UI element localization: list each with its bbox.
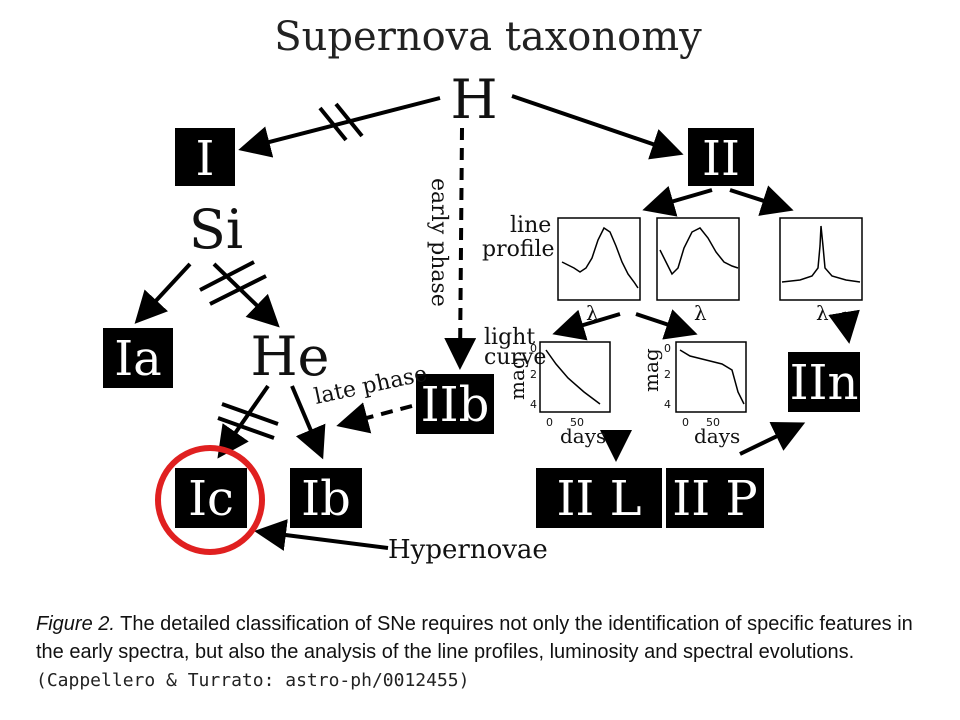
arrow-ii-right	[729, 185, 794, 216]
box-type-ic: Ic	[175, 468, 247, 528]
tick-day-0-panel2: 0	[682, 416, 689, 429]
label-light: light	[484, 325, 535, 350]
arrow-h-to-ii	[511, 94, 684, 160]
box-type-ii: II	[688, 128, 754, 187]
axis-label-mag-panel1: mag	[505, 356, 529, 400]
line-profile-curve-1	[561, 226, 639, 289]
label-early-phase: early phase	[426, 178, 451, 307]
forbidden-marks	[199, 102, 364, 440]
lambda-label-1: λ	[586, 301, 599, 325]
box-type-ib-label: Ib	[301, 471, 351, 527]
caption-figure-label: Figure 2.	[36, 613, 115, 635]
arrow-spike-to-iin	[828, 309, 860, 344]
box-type-ia-label: Ia	[114, 331, 162, 387]
box-type-iib-label: IIb	[421, 377, 490, 433]
box-type-iin-label: IIn	[790, 355, 859, 411]
arrow-he-to-ic	[217, 384, 270, 459]
arrow-ii-left	[642, 185, 713, 217]
tick-day-50-panel1: 50	[570, 416, 584, 429]
axis-label-days-panel1: days	[560, 424, 606, 448]
arrow-h-to-i	[238, 96, 441, 158]
tick-mag-0-panel1: 0	[530, 342, 537, 355]
line-profile-panel-1: λ	[557, 217, 641, 325]
arrow-si-to-he	[212, 262, 280, 328]
line-profile-panel-3: λ	[779, 217, 863, 325]
light-curve-line-1	[545, 349, 601, 405]
box-type-iib: IIb	[416, 374, 494, 434]
box-type-ib: Ib	[290, 468, 362, 528]
label-late-phase: late phase	[312, 362, 429, 410]
tick-day-50-panel2: 50	[706, 416, 720, 429]
label-line: line	[510, 213, 551, 238]
arrow-iib-late-phase	[336, 402, 413, 434]
arrow-h-early-phase-to-iib	[444, 127, 477, 370]
lambda-label-2: λ	[694, 301, 707, 325]
figure-caption: Figure 2. The detailed classification of…	[36, 610, 926, 695]
tick-day-0-panel1: 0	[546, 416, 553, 429]
caption-text: The detailed classification of SNe requi…	[36, 613, 913, 663]
arrow-iip-to-iin	[739, 422, 806, 456]
line-profile-curve-2	[659, 227, 739, 276]
box-type-ic-label: Ic	[188, 471, 234, 527]
light-curve-line-2	[679, 349, 745, 405]
label-h: H	[450, 68, 497, 131]
arrows	[134, 94, 860, 551]
tick-mag-4-panel1: 4	[530, 398, 537, 411]
label-hypernovae: Hypernovae	[388, 535, 548, 565]
highlight-circle	[155, 445, 265, 555]
box-type-i: I	[175, 128, 235, 187]
arrow-si-to-ia	[134, 262, 192, 324]
arrow-profile-to-curve-left	[552, 309, 621, 341]
axis-label-mag-panel2: mag	[639, 348, 663, 392]
box-type-iin: IIn	[788, 352, 860, 412]
arrow-profile-to-curve-right	[635, 309, 698, 340]
caption-citation: (Cappellero & Turrato: astro-ph/0012455)	[36, 670, 470, 691]
tick-mag-0-panel2: 0	[664, 342, 671, 355]
box-type-iil: II L	[536, 468, 662, 528]
tick-mag-2-panel2: 2	[664, 368, 671, 381]
box-type-iip: II P	[666, 468, 764, 528]
tick-mag-4-panel2: 4	[664, 398, 671, 411]
label-profile: profile	[482, 237, 555, 262]
box-type-i-label: I	[196, 131, 215, 187]
line-profile-curve-3	[781, 225, 861, 283]
line-profile-panel-2: λ	[656, 217, 740, 325]
box-type-ia: Ia	[103, 328, 173, 388]
box-type-iip-label: II P	[672, 471, 757, 527]
box-type-ii-label: II	[702, 131, 740, 187]
axis-label-days-panel2: days	[694, 424, 740, 448]
label-si: Si	[189, 198, 243, 261]
label-he: He	[250, 325, 329, 388]
box-type-iil-label: II L	[556, 471, 641, 527]
label-curve: curve	[484, 345, 546, 370]
arrow-hypernovae-to-ic	[254, 519, 389, 551]
tick-mag-2-panel1: 2	[530, 368, 537, 381]
light-curve-panel-1: 0 2 4 0 50 mag days	[505, 341, 611, 448]
arrow-he-to-ib	[290, 385, 326, 460]
light-curve-panel-2: 0 2 4 0 50 mag days	[639, 341, 747, 448]
diagram-title: Supernova taxonomy	[274, 14, 702, 60]
lambda-label-3: λ	[816, 301, 829, 325]
